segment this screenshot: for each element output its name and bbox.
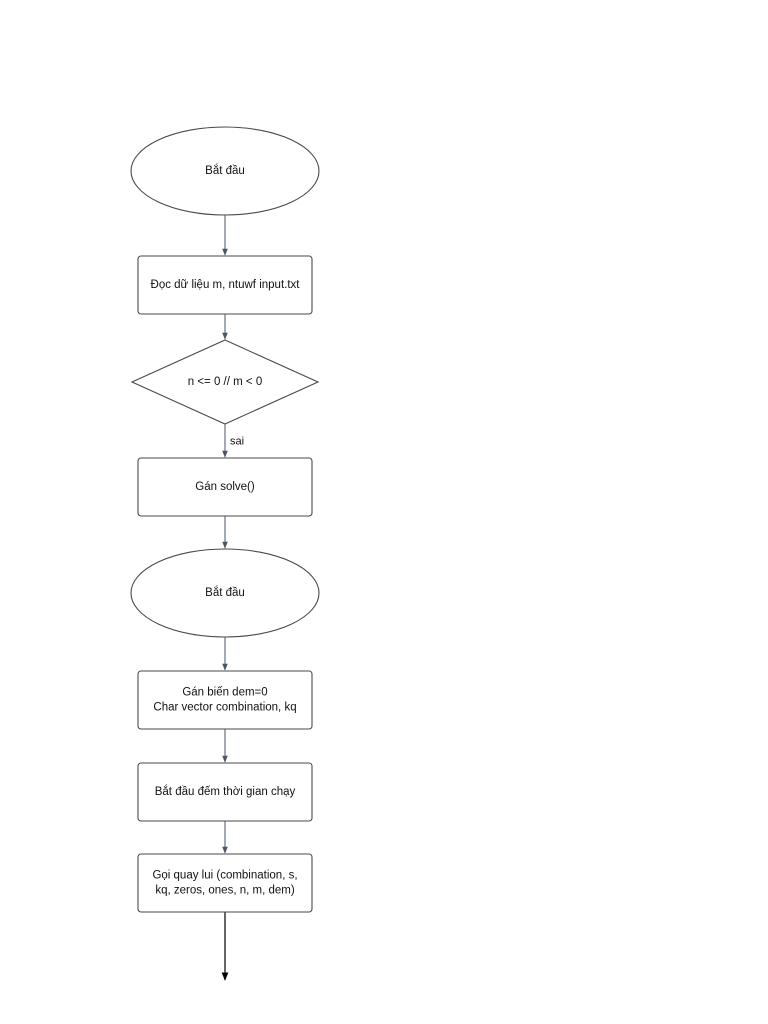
terminal-ellipse: [130, 548, 320, 638]
node-check-condition: n <= 0 // m < 0: [130, 339, 320, 425]
node-label: Bắt đầu: [205, 164, 245, 177]
node-start-1: Bắt đầu: [130, 126, 320, 216]
process-box: [137, 457, 313, 517]
process-box: [137, 255, 313, 315]
process-box: [137, 853, 313, 913]
terminal-ellipse: [130, 126, 320, 216]
node-label: Đọc dữ liệu m, ntuwf input.txt: [151, 279, 301, 291]
node-label: kq, zeros, ones, n, m, dem): [155, 885, 295, 897]
node-label: Gán solve(): [195, 481, 255, 493]
node-assign-solve: Gán solve(): [137, 457, 313, 517]
node-label: Gán biến dem=0: [182, 687, 267, 699]
node-label: Char vector combination, kq: [153, 702, 296, 714]
node-label: Bắt đầu đếm thời gian chạy: [155, 785, 296, 798]
node-call-backtrack: Gọi quay lui (combination, s, kq, zeros, …: [137, 853, 313, 913]
node-label: Gọi quay lui (combination, s,: [152, 870, 297, 882]
decision-diamond: [130, 339, 320, 425]
node-start-2: Bắt đầu: [130, 548, 320, 638]
edge-label: sai: [230, 436, 244, 448]
process-box: [137, 670, 313, 730]
process-box: [137, 762, 313, 822]
node-label: Bắt đầu: [205, 586, 245, 599]
node-label: n <= 0 // m < 0: [188, 376, 262, 388]
node-read-input: Đọc dữ liệu m, ntuwf input.txt: [137, 255, 313, 315]
node-start-timer: Bắt đầu đếm thời gian chạy: [137, 762, 313, 822]
edge-check-condition-to-assign-solve: sai: [222, 424, 244, 458]
